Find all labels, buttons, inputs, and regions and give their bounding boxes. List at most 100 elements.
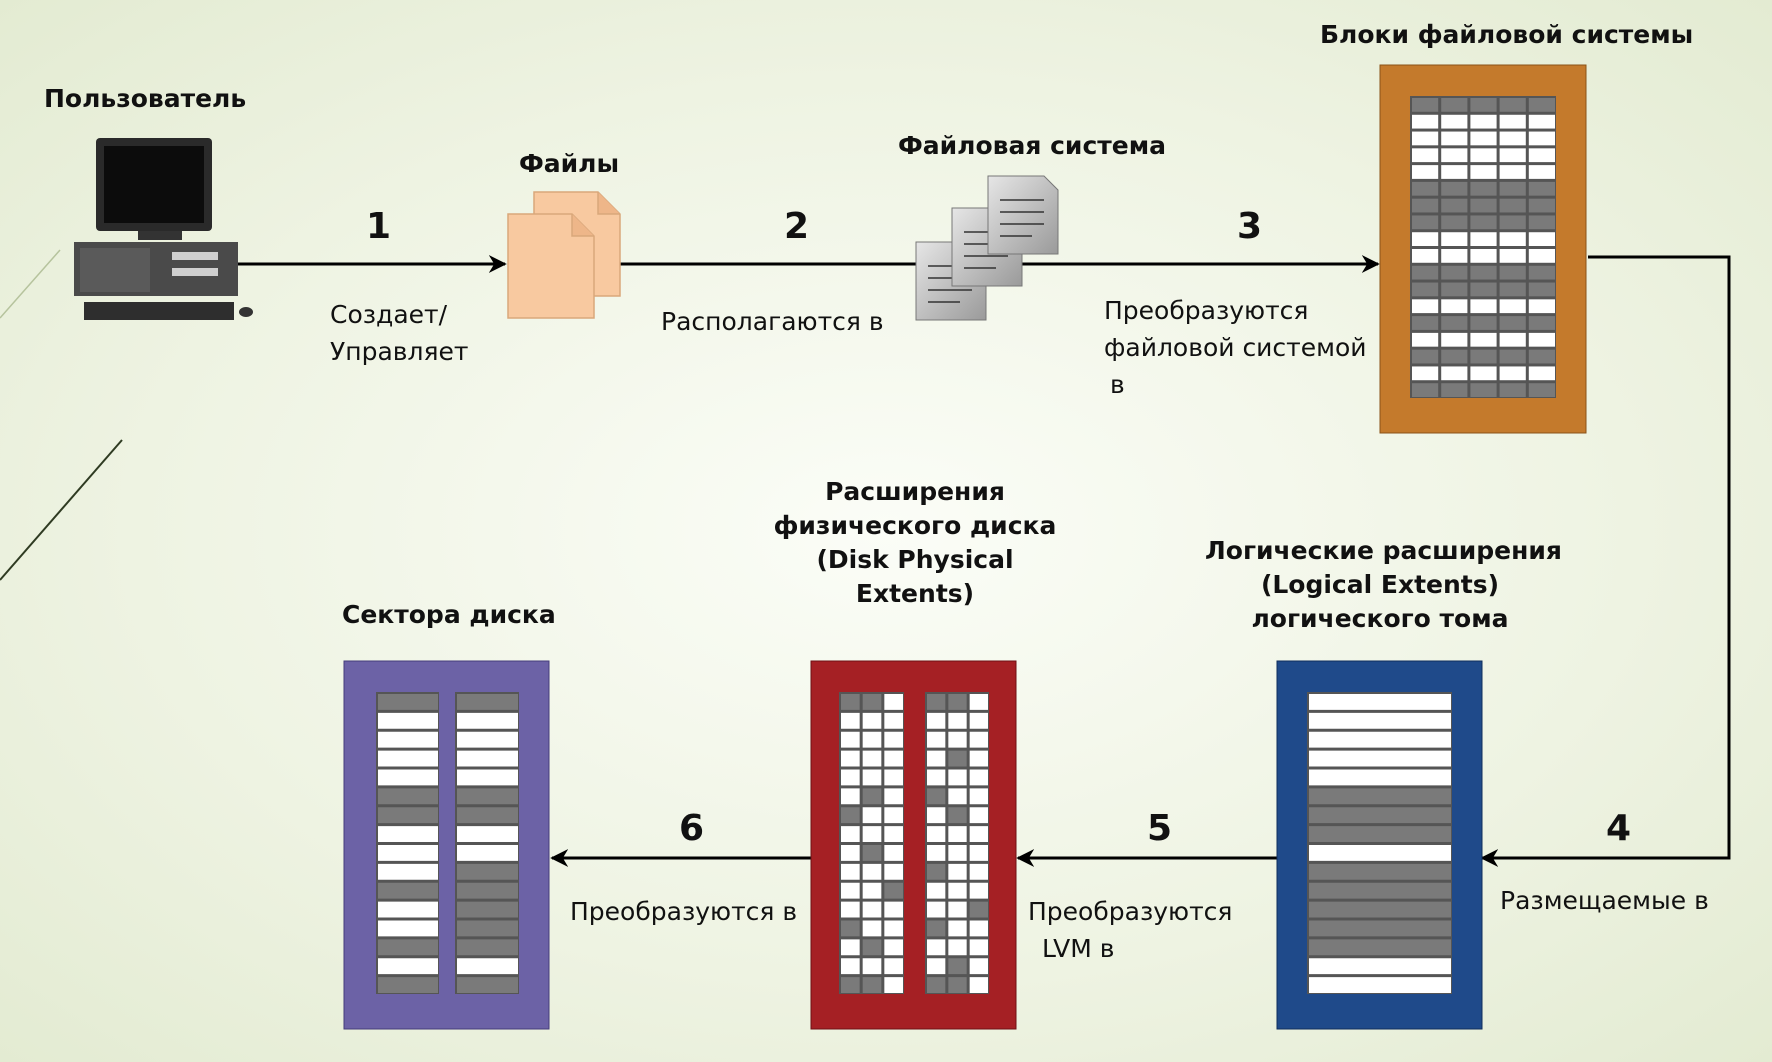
fs-block-cell — [1412, 249, 1439, 263]
fs-block-cell — [1499, 114, 1526, 129]
fs-block-cell — [1412, 114, 1439, 129]
logical-extent-cell — [1309, 826, 1451, 842]
physical-extent-cell — [969, 731, 988, 748]
fs-block-cell — [1441, 181, 1468, 196]
physical-extent-cell — [841, 882, 860, 899]
physical-extents-label: Расширения физического диска (Disk Physi… — [773, 477, 1057, 608]
step-6-number: 6 — [679, 808, 705, 849]
fs-block-cell — [1412, 332, 1439, 347]
fs-block-cell — [1499, 232, 1526, 246]
disk-sector-cell — [457, 769, 518, 786]
physical-extent-cell — [927, 694, 946, 710]
fs-block-cell — [1441, 316, 1468, 330]
physical-extent-cell — [948, 882, 967, 899]
fs-block-cell — [1412, 232, 1439, 246]
disk-sector-cell — [457, 712, 518, 729]
physical-extent-cell — [841, 958, 860, 975]
physical-extent-cell — [884, 750, 903, 767]
physical-extent-cell — [884, 920, 903, 937]
disk-sector-cell — [378, 750, 438, 767]
physical-extent-cell — [862, 826, 882, 842]
fs-block-cell — [1528, 181, 1555, 196]
fs-block-cell — [1499, 215, 1526, 230]
fs-block-cell — [1470, 332, 1497, 347]
physical-extent-cell — [969, 826, 988, 842]
filesystem-label: Файловая система — [898, 131, 1167, 160]
physical-extent-cell — [969, 845, 988, 861]
step-3-number: 3 — [1237, 206, 1263, 247]
fs-block-cell — [1499, 181, 1526, 196]
physical-extent-cell — [884, 882, 903, 899]
physical-extent-cell — [841, 788, 860, 805]
fs-block-cell — [1441, 148, 1468, 163]
physical-extent-cell — [862, 788, 882, 805]
physical-extent-cell — [841, 694, 860, 710]
fs-block-cell — [1499, 299, 1526, 314]
physical-extent-cell — [927, 901, 946, 918]
logical-extent-cell — [1309, 769, 1451, 786]
fs-block-cell — [1528, 232, 1555, 246]
filesystem-icon — [915, 175, 1059, 321]
step-4-number: 4 — [1606, 808, 1632, 849]
physical-extent-cell — [841, 939, 860, 956]
arrow-4 — [1480, 255, 1731, 867]
physical-extent-cell — [841, 807, 860, 824]
physical-extent-cell — [948, 788, 967, 805]
physical-extent-cell — [884, 712, 903, 729]
disk-sector-cell — [378, 731, 438, 748]
physical-extent-cell — [969, 958, 988, 975]
fs-block-cell — [1412, 131, 1439, 146]
fs-block-cell — [1441, 299, 1468, 314]
fs-block-cell — [1528, 265, 1555, 280]
fs-block-cell — [1412, 282, 1439, 297]
physical-extent-cell — [841, 845, 860, 861]
physical-extent-cell — [948, 807, 967, 824]
disk-sector-cell — [378, 694, 438, 710]
fs-blocks-label: Блоки файловой системы — [1320, 20, 1694, 49]
fs-block-cell — [1499, 316, 1526, 330]
fs-block-cell — [1412, 316, 1439, 330]
disk-sector-cell — [457, 958, 518, 975]
physical-extent-cell — [948, 863, 967, 880]
disk-sector-cell — [457, 977, 518, 993]
fs-block-cell — [1470, 198, 1497, 213]
fs-block-cell — [1412, 165, 1439, 179]
fs-block-cell — [1499, 165, 1526, 179]
physical-extent-cell — [948, 920, 967, 937]
physical-extent-cell — [884, 807, 903, 824]
physical-extent-cell — [969, 882, 988, 899]
disk-sectors-label: Сектора диска — [342, 600, 556, 629]
physical-extent-cell — [862, 845, 882, 861]
fs-block-cell — [1470, 265, 1497, 280]
fs-block-cell — [1441, 198, 1468, 213]
fs-block-cell — [1499, 282, 1526, 297]
fs-block-cell — [1528, 383, 1555, 397]
physical-extent-cell — [884, 901, 903, 918]
physical-extent-cell — [948, 769, 967, 786]
physical-extent-cell — [969, 920, 988, 937]
physical-extent-cell — [862, 694, 882, 710]
physical-extent-cell — [969, 712, 988, 729]
physical-extent-cell — [948, 939, 967, 956]
physical-extent-cell — [969, 977, 988, 993]
disk-sector-cell — [378, 977, 438, 993]
logical-extent-cell — [1309, 863, 1451, 880]
logical-extent-cell — [1309, 712, 1451, 729]
disk-sector-cell — [457, 845, 518, 861]
step-4-caption: Размещаемые в — [1500, 886, 1709, 915]
fs-block-cell — [1470, 148, 1497, 163]
physical-extent-cell — [862, 901, 882, 918]
physical-extent-cell — [927, 807, 946, 824]
fs-block-cell — [1470, 181, 1497, 196]
decorative-line — [0, 439, 123, 581]
step-1-number: 1 — [366, 206, 392, 247]
fs-block-cell — [1412, 148, 1439, 163]
fs-block-cell — [1441, 215, 1468, 230]
physical-extent-cell — [969, 901, 988, 918]
step-1-caption: Создает/ Управляет — [330, 300, 469, 366]
physical-extent-cell — [862, 750, 882, 767]
physical-extent-cell — [927, 750, 946, 767]
fs-block-cell — [1412, 265, 1439, 280]
fs-block-cell — [1441, 165, 1468, 179]
disk-sector-cell — [378, 712, 438, 729]
